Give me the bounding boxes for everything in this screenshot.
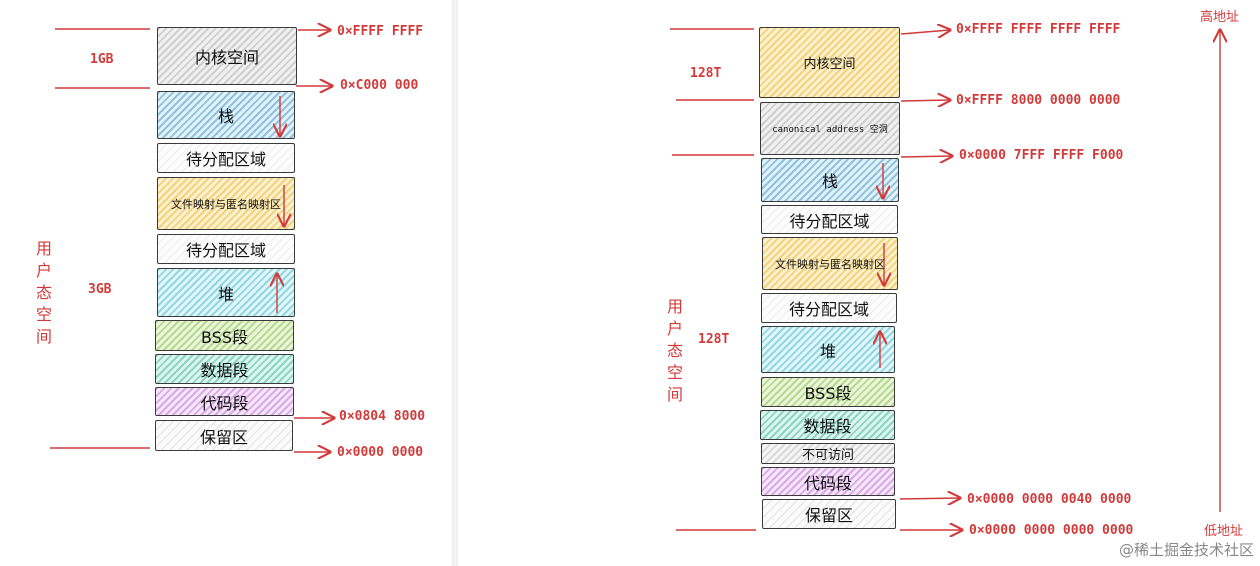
high-address-label: 高地址: [1200, 10, 1240, 25]
right-heap-block: 堆: [761, 326, 895, 373]
right-mmap-block: 文件映射与匿名映射区: [762, 237, 898, 290]
left-mmap-block: 文件映射与匿名映射区: [157, 177, 295, 230]
right-addr-zero: 0×0000 0000 0000 0000: [969, 523, 1134, 538]
left-kernel-size: 1GB: [90, 52, 114, 67]
right-user-space-label: 用户态空间: [666, 297, 683, 404]
right-kernel-space-block: 内核空间: [759, 27, 900, 98]
left-stack-block: 栈: [157, 91, 295, 139]
right-reserved-block: 保留区: [762, 499, 896, 529]
right-bss-block: BSS段: [761, 377, 895, 407]
right-unallocated-block-2: 待分配区域: [761, 293, 897, 323]
watermark: @稀土掘金技术社区: [1118, 541, 1254, 559]
right-stack-block: 栈: [761, 158, 899, 202]
left-kernel-space-block: 内核空间: [157, 27, 297, 85]
left-user-space-label: 用户态空间: [35, 239, 52, 346]
right-kernel-size: 128T: [690, 66, 722, 81]
left-unallocated-block-1: 待分配区域: [157, 143, 295, 173]
left-code-block: 代码段: [155, 387, 294, 416]
left-addr-kernel-boundary: 0×C000 000: [340, 78, 419, 93]
right-inaccessible-block: 不可访问: [761, 443, 895, 464]
right-unallocated-block-1: 待分配区域: [761, 205, 898, 234]
right-addr-kernel-start: 0×FFFF 8000 0000 0000: [956, 93, 1121, 108]
right-data-block: 数据段: [760, 410, 895, 440]
right-addr-user-top: 0×0000 7FFF FFFF F000: [959, 148, 1124, 163]
left-heap-block: 堆: [157, 268, 295, 317]
left-addr-code-start: 0×0804 8000: [339, 409, 426, 424]
right-code-block: 代码段: [761, 467, 895, 496]
right-canonical-hole-block: canonical address 空洞: [760, 102, 900, 155]
left-addr-zero: 0×0000 0000: [337, 445, 424, 460]
low-address-label: 低地址: [1204, 524, 1244, 539]
panel-divider: [452, 0, 458, 566]
left-addr-top: 0×FFFF FFFF: [337, 24, 424, 39]
right-addr-code-start: 0×0000 0000 0040 0000: [967, 492, 1132, 507]
left-bss-block: BSS段: [155, 320, 294, 351]
right-user-size: 128T: [698, 332, 730, 347]
left-user-size: 3GB: [88, 282, 112, 297]
right-addr-top: 0×FFFF FFFF FFFF FFFF: [956, 22, 1121, 37]
left-reserved-block: 保留区: [155, 420, 293, 451]
left-unallocated-block-2: 待分配区域: [157, 234, 295, 264]
left-data-block: 数据段: [155, 354, 294, 384]
